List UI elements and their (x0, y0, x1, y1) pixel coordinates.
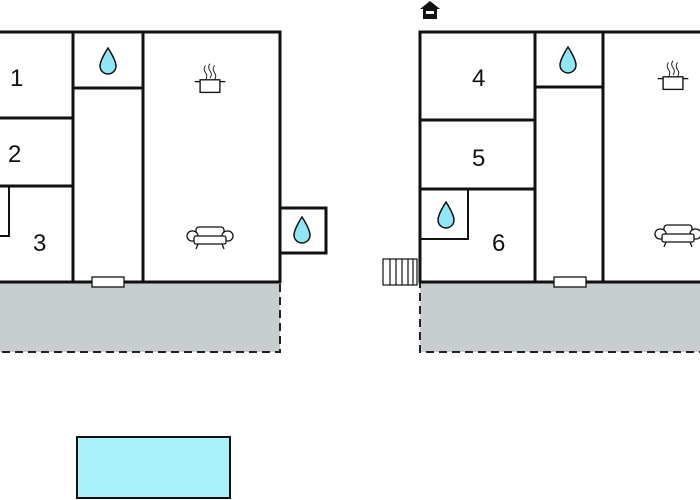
cooking-pot-icon (193, 62, 227, 94)
cooking-pot-icon (656, 59, 690, 91)
right-unit: 4 5 6 (382, 1, 700, 353)
bathroom-annex (278, 206, 328, 255)
terrace (419, 281, 700, 353)
room-number: 5 (472, 145, 485, 172)
walls (0, 30, 282, 284)
swimming-pool (76, 436, 231, 499)
water-drop-icon (437, 201, 455, 229)
water-drop-icon (559, 46, 577, 74)
room-number: 4 (472, 65, 485, 92)
water-drop-icon (99, 47, 117, 75)
sofa-icon (654, 224, 700, 248)
house-entrance-icon (420, 1, 440, 19)
walls (418, 30, 700, 284)
sofa-icon (186, 226, 234, 250)
room-number: 6 (492, 230, 505, 257)
room-number: 1 (10, 65, 23, 92)
door (91, 276, 125, 288)
left-unit: 1 2 3 (0, 30, 328, 353)
room-number: 3 (33, 230, 46, 257)
stairs-icon (382, 258, 418, 286)
door (553, 276, 587, 288)
room-number: 2 (8, 141, 21, 168)
terrace (0, 281, 281, 353)
